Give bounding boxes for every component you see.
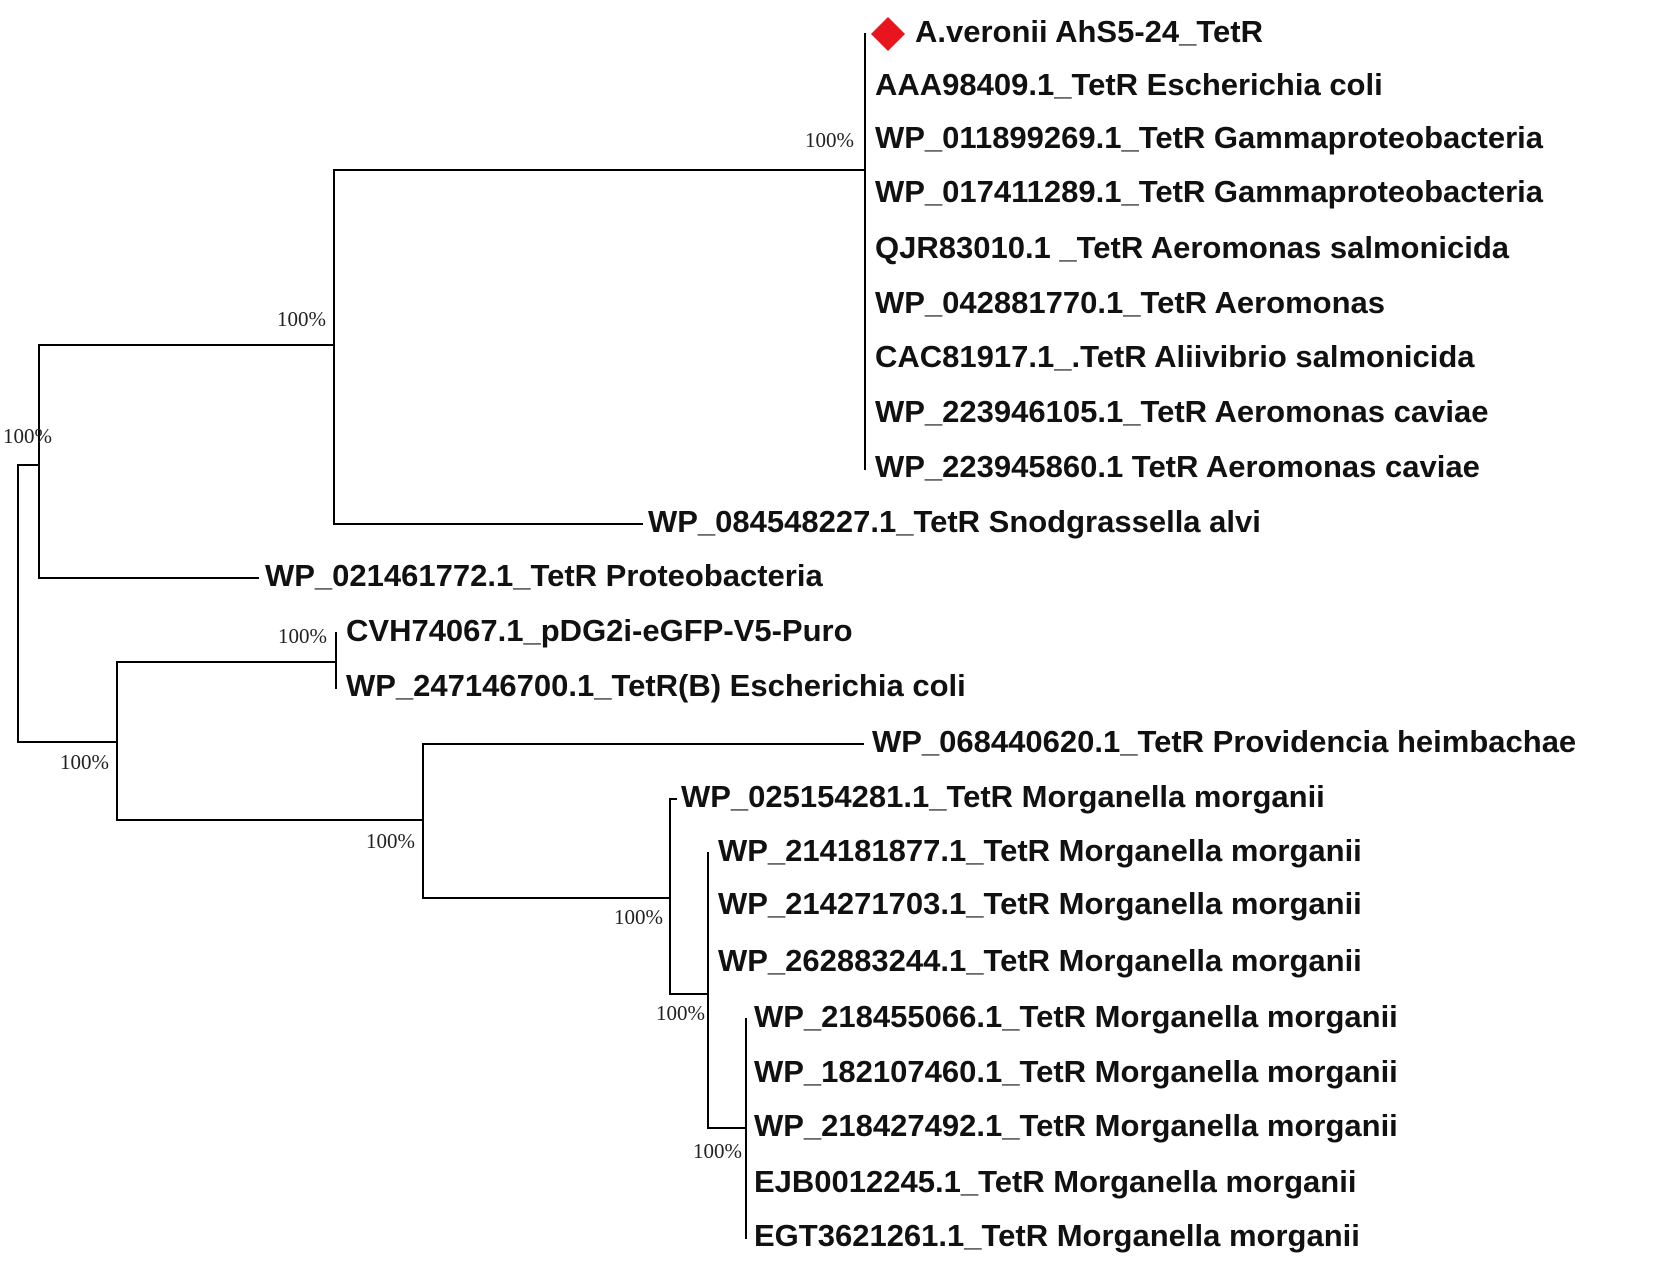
taxon-label: WP_025154281.1_TetR Morganella morganii	[681, 779, 1325, 814]
bootstrap-value: 100%	[366, 829, 415, 853]
taxon-label: EGT3621261.1_TetR Morganella morganii	[754, 1218, 1360, 1253]
taxon-label: CAC81917.1_.TetR Aliivibrio salmonicida	[875, 339, 1475, 374]
taxon-label: WP_214271703.1_TetR Morganella morganii	[718, 886, 1362, 921]
bootstrap-labels: 100% 100% 100% 100% 100% 100% 100% 100% 100%	[3, 128, 854, 1163]
taxon-label: WP_042881770.1_TetR Aeromonas	[875, 285, 1385, 320]
taxon-label: EJB0012245.1_TetR Morganella morganii	[754, 1164, 1356, 1199]
taxon-label: AAA98409.1_TetR Escherichia coli	[875, 67, 1383, 102]
taxon-label: WP_068440620.1_TetR Providencia heimbach…	[872, 724, 1576, 759]
taxon-label: WP_214181877.1_TetR Morganella morganii	[718, 833, 1362, 868]
bootstrap-value: 100%	[278, 624, 327, 648]
bootstrap-value: 100%	[693, 1139, 742, 1163]
bootstrap-value: 100%	[656, 1001, 705, 1025]
taxon-label: WP_011899269.1_TetR Gammaproteobacteria	[875, 120, 1544, 155]
taxon-label: WP_021461772.1_TetR Proteobacteria	[265, 558, 823, 593]
taxon-label: WP_218427492.1_TetR Morganella morganii	[754, 1108, 1398, 1143]
bootstrap-value: 100%	[3, 424, 52, 448]
taxon-label: WP_262883244.1_TetR Morganella morganii	[718, 943, 1362, 978]
taxon-label: A.veronii AhS5-24_TetR	[915, 14, 1263, 49]
taxon-label: WP_218455066.1_TetR Morganella morganii	[754, 999, 1398, 1034]
bootstrap-value: 100%	[805, 128, 854, 152]
taxon-label: WP_182107460.1_TetR Morganella morganii	[754, 1054, 1398, 1089]
taxon-label: CVH74067.1_pDG2i-eGFP-V5-Puro	[346, 613, 853, 648]
taxon-label: WP_223945860.1 TetR Aeromonas caviae	[875, 449, 1480, 484]
taxon-label: WP_247146700.1_TetR(B) Escherichia coli	[346, 668, 966, 703]
markers	[871, 17, 905, 51]
red-diamond-icon	[871, 17, 905, 51]
tree-branches	[17, 33, 866, 1239]
bootstrap-value: 100%	[277, 307, 326, 331]
bootstrap-value: 100%	[60, 750, 109, 774]
taxon-label: QJR83010.1 _TetR Aeromonas salmonicida	[875, 230, 1510, 265]
taxon-label: WP_223946105.1_TetR Aeromonas caviae	[875, 394, 1488, 429]
taxon-label: WP_084548227.1_TetR Snodgrassella alvi	[648, 504, 1261, 539]
bootstrap-value: 100%	[614, 905, 663, 929]
taxon-label: WP_017411289.1_TetR Gammaproteobacteria	[875, 174, 1544, 209]
taxon-labels: A.veronii AhS5-24_TetR AAA98409.1_TetR Es…	[265, 14, 1576, 1253]
